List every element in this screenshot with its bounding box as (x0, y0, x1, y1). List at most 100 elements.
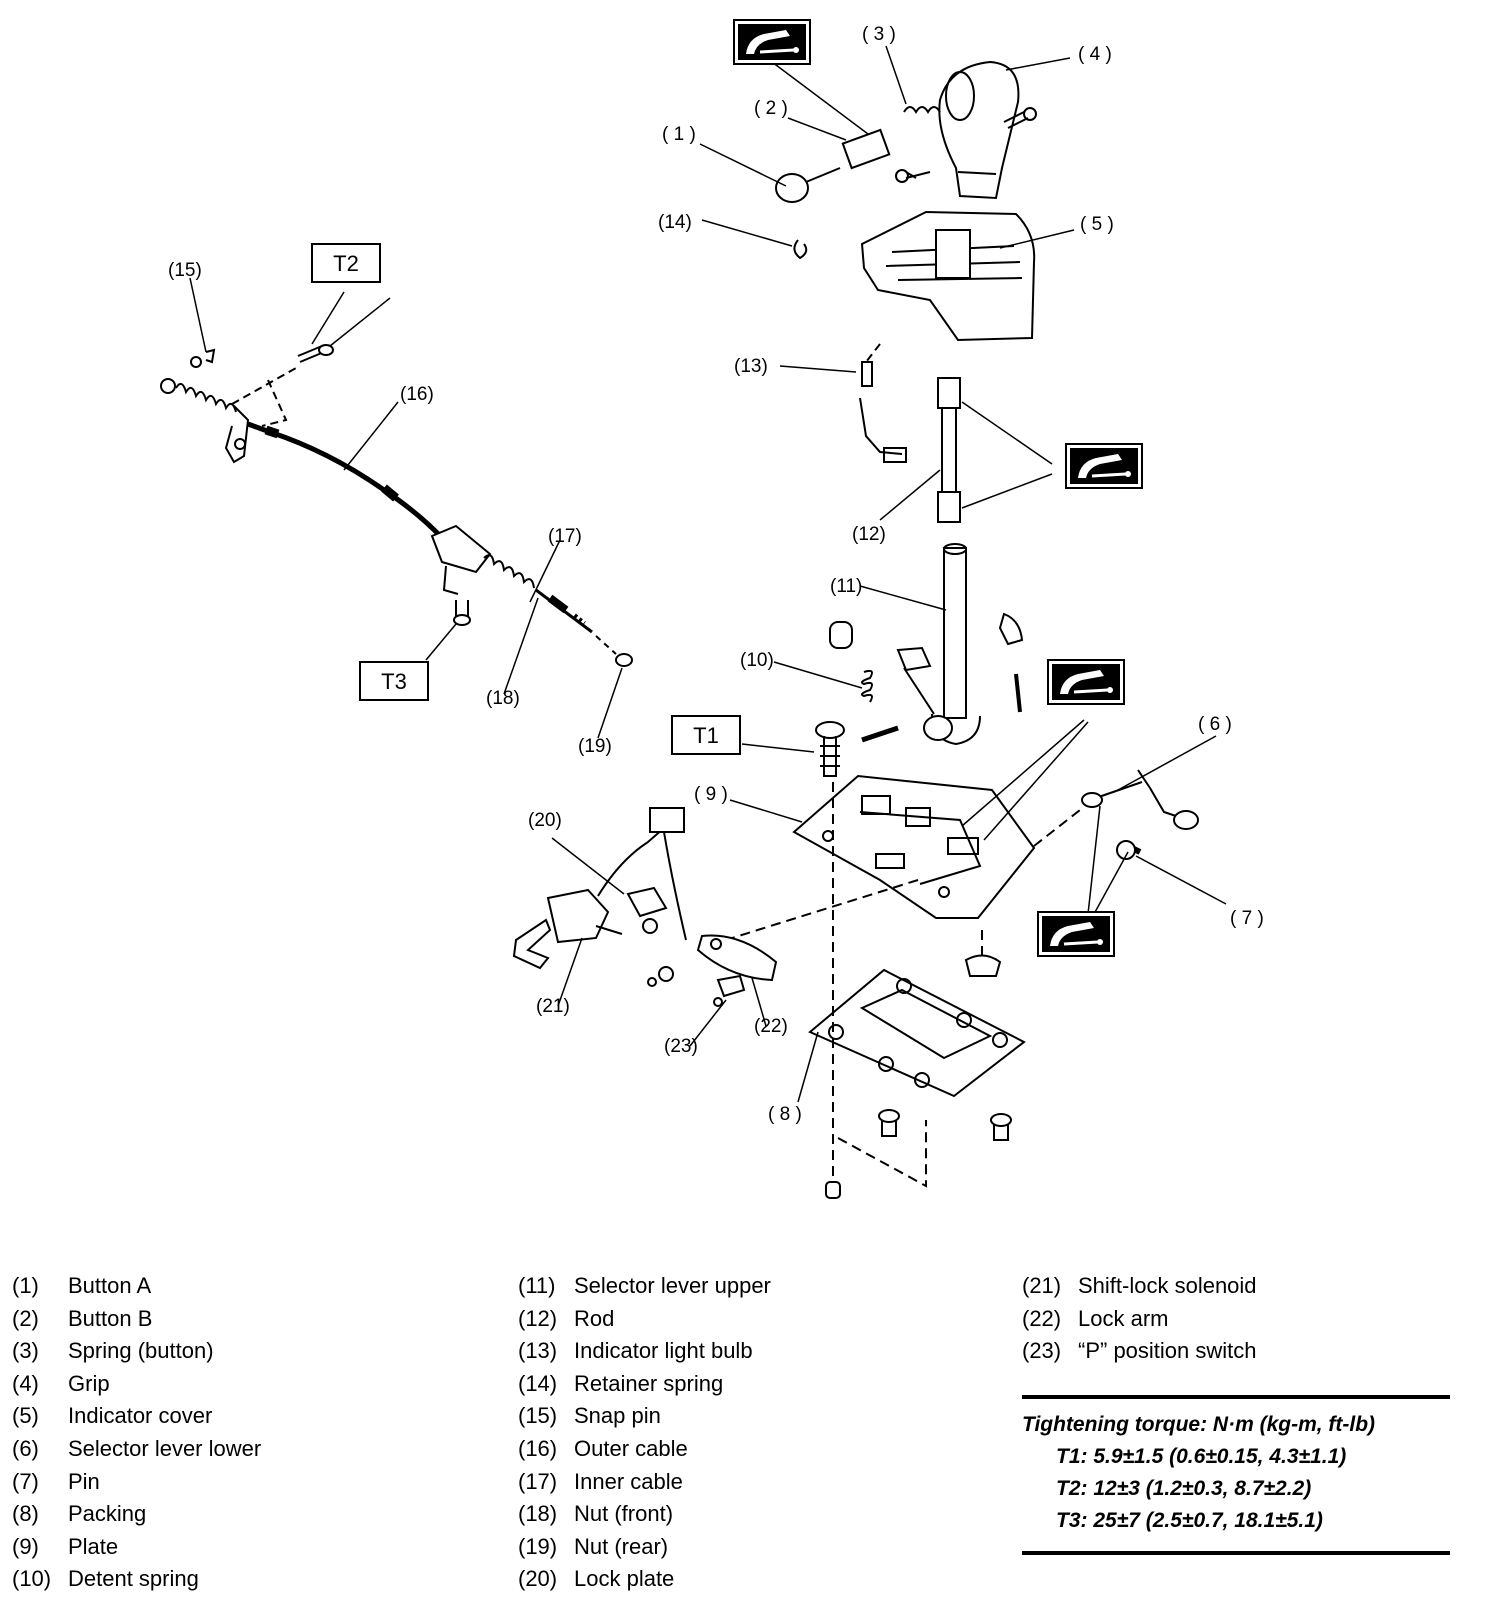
legend-label: Lock plate (574, 1566, 675, 1592)
legend-label: Indicator cover (68, 1403, 213, 1429)
cable-assembly (160, 344, 633, 667)
legend-item: (4) Grip (12, 1368, 261, 1401)
legend-label: Nut (rear) (574, 1533, 669, 1559)
callout-18: (18) (486, 688, 520, 709)
callout-11: (11) (830, 576, 862, 597)
legend-item: (7)Pin (12, 1466, 261, 1499)
torque-row-t1: T1: 5.9±1.5 (0.6±0.15, 4.3±1.1) (1056, 1445, 1347, 1468)
grease-icon (732, 18, 812, 66)
callout-13: (13) (734, 356, 768, 377)
callout-5: ( 5 ) (1080, 214, 1114, 235)
legend-number: (9) (12, 1533, 39, 1559)
legend-item: (22) Lock arm (1022, 1303, 1257, 1336)
legend-label: Detent spring (68, 1566, 199, 1592)
legend-item: (19) Nut (rear) (518, 1531, 771, 1564)
legend-item: (10) Detent spring (12, 1563, 261, 1596)
callout-3: ( 3 ) (862, 24, 896, 45)
torque-label-t1: T1 (693, 723, 719, 748)
legend-label: Nut (front) (574, 1501, 674, 1527)
legend-item: (8) Packing (12, 1498, 261, 1531)
callout-4: ( 4 ) (1078, 44, 1112, 65)
torque-title: Tightening torque: N·m (kg-m, ft-lb) (1022, 1413, 1376, 1436)
legend-label: Packing (68, 1501, 147, 1527)
legend-item: (23) “P” position switch (1022, 1335, 1257, 1368)
torque-box-t2: T2 (311, 243, 381, 283)
grease-icon (1046, 658, 1126, 706)
legend-number: (2) (12, 1305, 39, 1331)
callout-20: (20) (528, 810, 562, 831)
legend-label: Spring (button) (68, 1338, 214, 1364)
legend-number: (10) (12, 1566, 52, 1592)
legend-number: (3) (12, 1338, 39, 1364)
callout-10: (10) (740, 650, 774, 671)
callout-14: (14) (658, 212, 692, 233)
legend-item: (5) Indicator cover (12, 1400, 261, 1433)
legend-label: Selector lever lower (68, 1435, 262, 1461)
torque-label-t3: T3 (381, 669, 407, 694)
callout-23: (23) (664, 1036, 698, 1057)
callout-17: (17) (548, 526, 582, 547)
legend-item: (13) Indicator light bulb (518, 1335, 771, 1368)
callout-1: ( 1 ) (662, 124, 696, 145)
legend-number: (18) (518, 1501, 558, 1527)
legend-number: (13) (518, 1338, 558, 1364)
grease-icon (1036, 910, 1116, 958)
legend-number: (12) (518, 1305, 558, 1331)
legend-number: (17) (518, 1468, 558, 1494)
torque-spec-box: Tightening torque: N·m (kg-m, ft-lb) T1:… (1022, 1395, 1450, 1555)
callout-12: (12) (852, 524, 886, 545)
callout-6: ( 6 ) (1198, 714, 1232, 735)
lever-assembly (512, 60, 1199, 1199)
legend-number: (5) (12, 1403, 39, 1429)
legend-label: Inner cable (574, 1468, 683, 1494)
legend-label: Button A (68, 1273, 152, 1298)
legend-item: (16)Outer cable (518, 1433, 771, 1466)
legend-label: “P” position switch (1078, 1338, 1257, 1364)
legend-number: (19) (518, 1533, 558, 1559)
callout-21: (21) (536, 996, 570, 1017)
legend-label: Indicator light bulb (574, 1338, 753, 1364)
legend-number: (4) (12, 1370, 39, 1396)
callout-19: (19) (578, 736, 612, 757)
legend-number: (8) (12, 1501, 39, 1527)
callout-2: ( 2 ) (754, 98, 788, 119)
torque-box-t3: T3 (359, 661, 429, 701)
legend-label: Lock arm (1078, 1305, 1169, 1331)
torque-box-t1: T1 (671, 715, 741, 755)
legend-item: (2)Button B (12, 1303, 261, 1336)
legend-item: (21) Shift-lock solenoid (1022, 1270, 1257, 1303)
legend-number: (7) (12, 1468, 39, 1494)
callout-8: ( 8 ) (768, 1104, 802, 1125)
legend-label: Grip (68, 1370, 110, 1396)
legend-item: (12)Rod (518, 1303, 771, 1336)
legend-column-3: (21) Shift-lock solenoid (22) Lock arm (23… (1022, 1270, 1257, 1368)
legend-number: (23) (1022, 1338, 1062, 1364)
legend-number: (15) (518, 1403, 558, 1429)
legend-item: (14)Retainer spring (518, 1368, 771, 1401)
callout-16: (16) (400, 384, 434, 405)
legend-number: (1) (12, 1273, 39, 1298)
legend-label: Shift-lock solenoid (1078, 1273, 1257, 1298)
legend-column-2: (11) Selector lever upper (12)Rod (13) Ind… (518, 1270, 771, 1596)
torque-row-t3: T3: 25±7 (2.5±0.7, 18.1±5.1) (1056, 1509, 1323, 1532)
legend-label: Plate (68, 1533, 119, 1559)
legend-number: (11) (518, 1273, 556, 1298)
legend-item: (6)Selector lever lower (12, 1433, 261, 1466)
legend-number: (22) (1022, 1305, 1062, 1331)
legend-item: (11) Selector lever upper (518, 1270, 771, 1303)
legend-item: (18) Nut (front) (518, 1498, 771, 1531)
legend-label: Snap pin (574, 1403, 661, 1429)
legend-label: Selector lever upper (574, 1273, 771, 1298)
callouts: ( 1 ) ( 2 ) ( 3 ) ( 4 ) ( 5 ) ( 6 ) ( 7 … (168, 24, 1264, 1125)
legend-number: (14) (518, 1370, 558, 1396)
legend-item: (1) Button A (12, 1270, 261, 1303)
callout-22: (22) (754, 1016, 788, 1037)
legend-item: (20)Lock plate (518, 1563, 771, 1596)
legend-number: (21) (1022, 1273, 1062, 1298)
exploded-diagram: T1 T2 T3 ( 1 ) ( 2 ) ( 3 ) ( 4 ) ( 5 ) (… (160, 18, 1264, 1199)
grease-icon (1064, 442, 1144, 490)
legend-column-1: (1) Button A (2)Button B (3) Spring (butto… (12, 1270, 261, 1596)
legend-item: (15) Snap pin (518, 1400, 771, 1433)
leader-lines (189, 45, 1227, 1103)
callout-9: ( 9 ) (694, 784, 728, 805)
